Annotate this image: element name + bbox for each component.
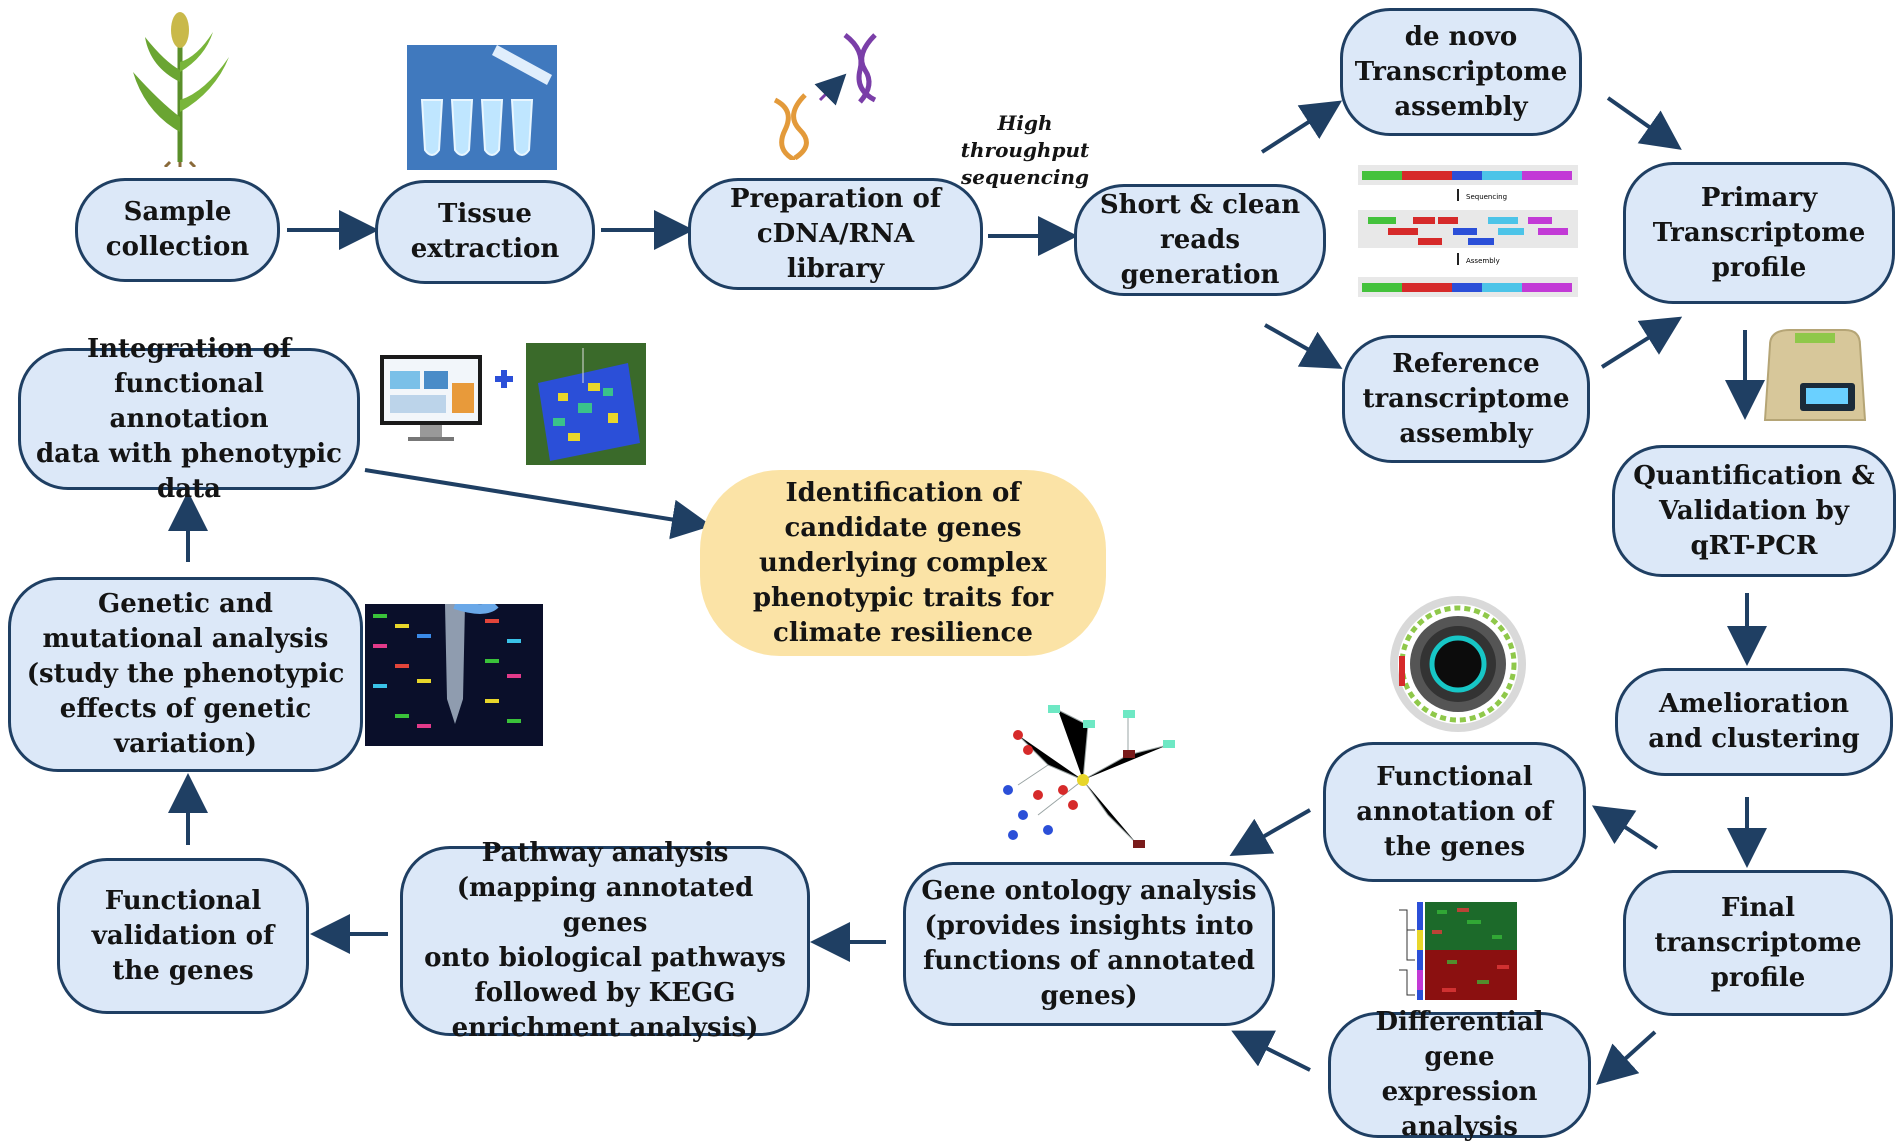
plant-icon (133, 12, 229, 167)
pipette-tubes-icon (407, 45, 557, 170)
computer-field-icon (380, 343, 646, 465)
qrt-pcr-node: Quantification & Validation by qRT-PCR (1612, 445, 1896, 577)
arrow-denovo-to-primary (1606, 96, 1682, 150)
integration-node: Integration of functional annotation dat… (18, 334, 360, 504)
arrow-annotation-to-ontology (1229, 808, 1311, 856)
arrow-reads-to-denovo (1260, 100, 1343, 154)
library-prep-node: Preparation of cDNA/RNA library (688, 178, 983, 290)
de-novo-assembly-node: de novo Transcriptome assembly (1340, 8, 1582, 136)
genetic-mutational-node: Genetic and mutational analysis (study t… (8, 577, 363, 772)
arrow-final-to-annotation (1591, 805, 1659, 850)
assembly-figure-label: Assembly (1466, 257, 1500, 265)
tissue-extraction-node: Tissue extraction (375, 180, 595, 284)
dna-helix-icon (773, 33, 877, 160)
functional-validation-node: Functional validation of the genes (57, 858, 309, 1014)
short-reads-node: Short & clean reads generation (1074, 184, 1326, 296)
arrow-differential-to-ontology (1231, 1030, 1311, 1072)
functional-annotation-node: Functional annotation of the genes (1323, 742, 1586, 882)
reference-assembly-node: Reference transcriptome assembly (1342, 335, 1590, 463)
arrow-integration-to-candidate (364, 468, 712, 540)
circos-plot-figure (1390, 596, 1526, 732)
arrow-reads-to-reference (1264, 323, 1343, 369)
gene-network-figure (1003, 705, 1175, 848)
pathway-analysis-node: Pathway analysis (mapping annotated gene… (400, 838, 810, 1043)
dna-gel-figure (365, 604, 543, 746)
expression-heatmap-figure (1399, 902, 1517, 1000)
qpcr-machine-icon (1763, 329, 1867, 421)
read-assembly-figure: Sequencing Assembly (1358, 165, 1578, 297)
arrow-reference-to-primary (1600, 316, 1683, 369)
sequencing-label: High throughput sequencing (960, 111, 1090, 189)
candidate-genes-node: Identification of candidate genes underl… (700, 470, 1106, 656)
arrow-final-to-differential (1596, 1030, 1657, 1086)
gene-ontology-node: Gene ontology analysis (provides insight… (903, 862, 1275, 1026)
amelioration-node: Amelioration and clustering (1615, 668, 1893, 776)
final-profile-node: Final transcriptome profile (1623, 870, 1893, 1016)
sequencing-figure-label: Sequencing (1466, 193, 1507, 201)
differential-expression-node: Differential gene expression analysis (1328, 1007, 1591, 1142)
primary-profile-node: Primary Transcriptome profile (1623, 162, 1895, 304)
sample-collection-node: Sample collection (75, 178, 280, 282)
